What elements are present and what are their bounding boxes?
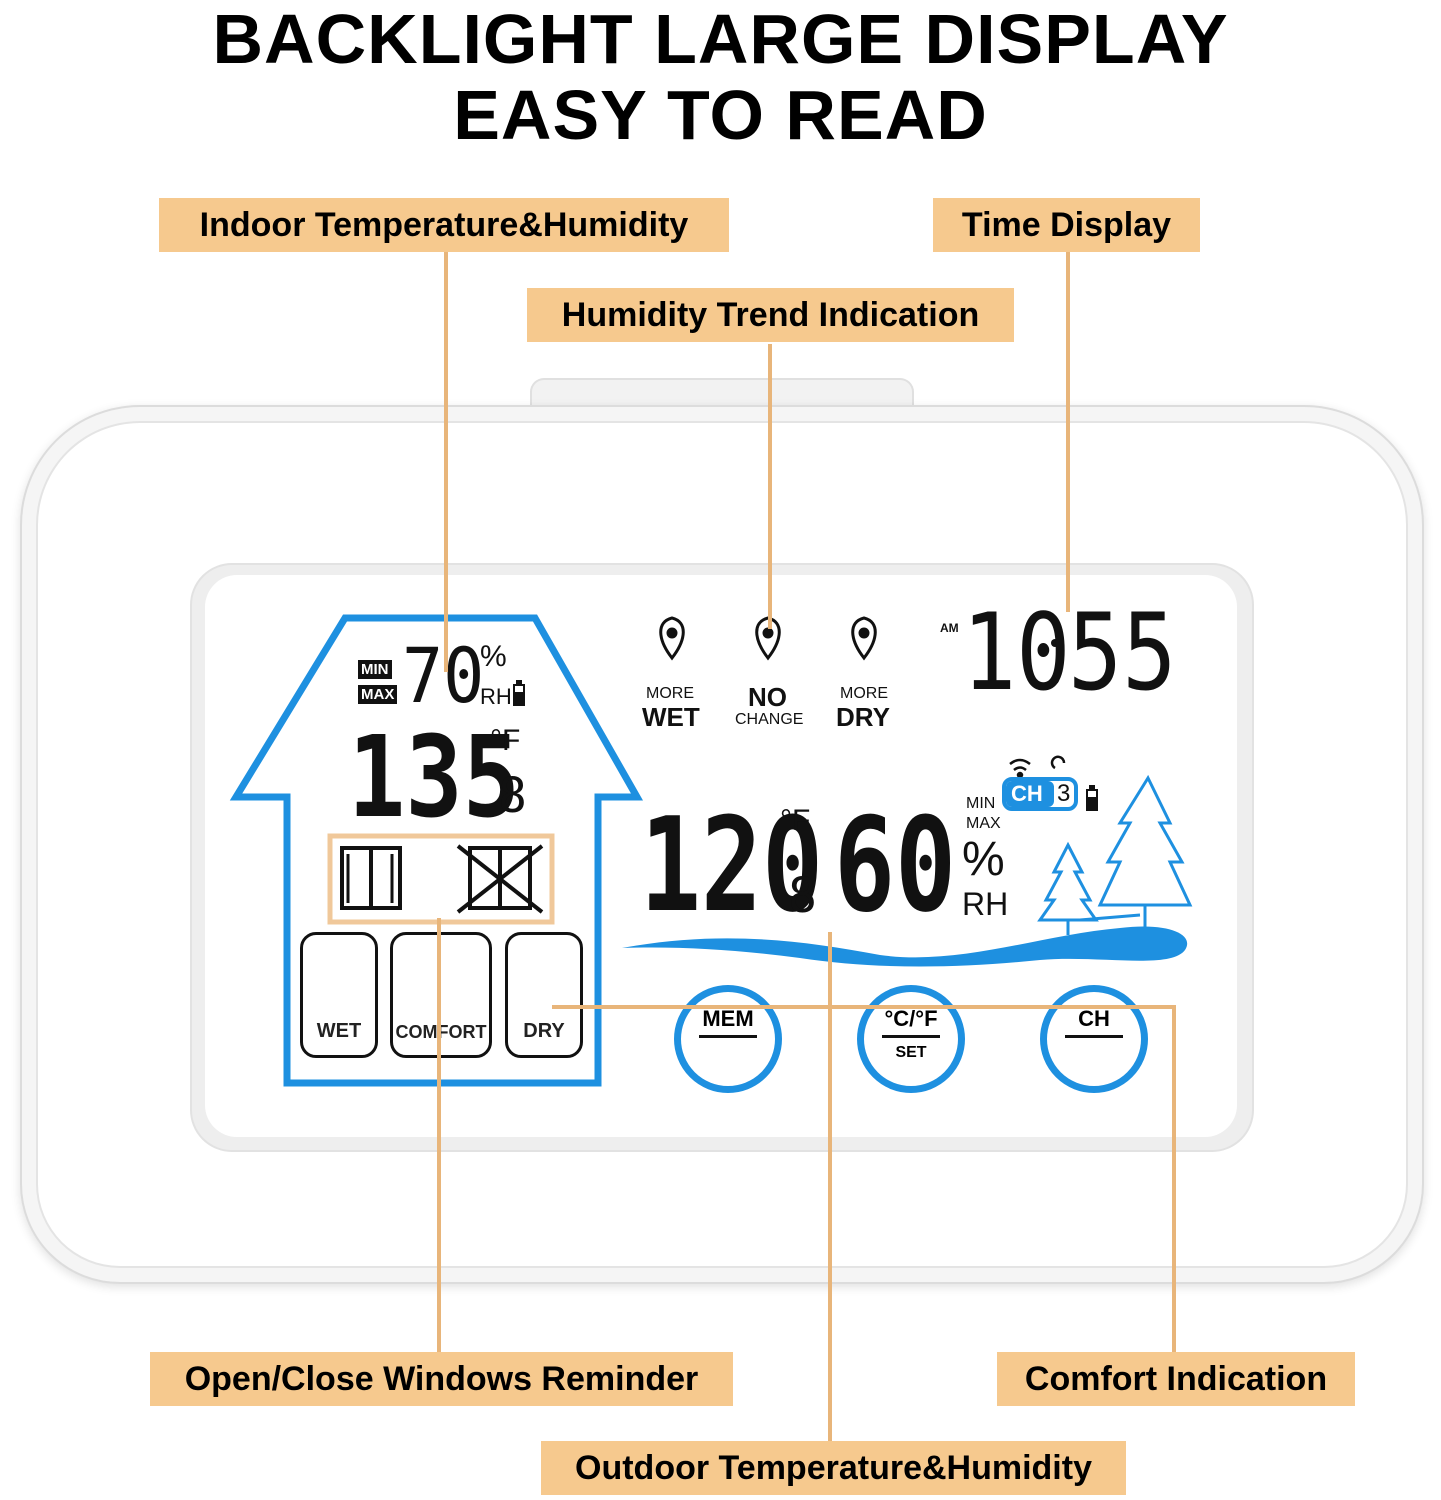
tree-icons [1037,774,1193,935]
comfort-dry-button[interactable]: DRY [505,932,583,1058]
indoor-temperature-decimal: 8 [498,768,527,824]
leader-windows [437,918,441,1355]
outdoor-max-label: MAX [966,815,1001,832]
window-reminder-frame [327,833,555,925]
comfort-wet-button[interactable]: WET [300,932,378,1058]
battery-icon [513,680,1098,811]
open-window-icon [340,846,402,910]
trend-none-top: NO [748,682,787,712]
trend-dry-top: MORE [840,685,888,702]
outdoor-rh-label: RH [962,886,1009,922]
callout-windows: Open/Close Windows Reminder [150,1352,733,1406]
headline-line-2: EASY TO READ [453,76,988,154]
leader-comfort-h [552,1005,1176,1009]
trend-wet-bottom: WET [642,702,700,732]
outdoor-humidity-value: 60 [834,789,957,941]
mem-button-label: MEM [702,1006,754,1031]
outdoor-temperature-unit: °F [780,804,811,837]
callout-trend: Humidity Trend Indication [527,288,1014,342]
comfort-comfort-label: COMFORT [393,1022,489,1043]
leader-comfort-v [1172,1005,1176,1355]
comfort-dry-label: DRY [523,1020,565,1042]
indoor-humidity-unit: % [480,640,507,673]
closed-window-icon [456,844,544,914]
set-button-label: SET [895,1044,927,1061]
mem-button[interactable]: MEM [674,985,782,1093]
headline-line-1: BACKLIGHT LARGE DISPLAY [212,0,1229,78]
outdoor-min-label: MIN [966,795,996,812]
indoor-humidity-value: 70 [402,631,485,720]
channel-number: 3 [1057,780,1071,807]
callout-time: Time Display [933,198,1200,252]
ch-button-label: CH [1078,1006,1110,1031]
house-outline [229,614,644,1087]
river-wave [622,926,1188,967]
unit-set-button[interactable]: °C/°F SET [857,985,965,1093]
channel-label: CH [1011,781,1043,806]
trend-none-bottom: CHANGE [735,711,804,728]
channel-box [1002,777,1078,811]
comfort-comfort-button[interactable]: COMFORT [390,932,492,1058]
trend-wet-top: MORE [646,685,694,702]
indoor-temperature-unit: °F [490,724,521,757]
outdoor-temperature-decimal: 8 [788,868,817,924]
callout-indoor: Indoor Temperature&Humidity [159,198,729,252]
ch-button[interactable]: CH [1040,985,1148,1093]
time-hours: 10 [962,591,1071,714]
indoor-min-label: MIN [358,660,392,679]
comfort-wet-label: WET [316,1020,362,1042]
unit-button-label: °C/°F [884,1006,938,1031]
indoor-rh-label: RH [480,684,512,709]
indoor-max-label: MAX [358,685,398,704]
outdoor-humidity-unit: % [962,833,1005,886]
leader-indoor [444,252,448,672]
leader-outdoor [828,932,832,1444]
leader-trend [768,344,772,629]
callout-comfort: Comfort Indication [997,1352,1355,1406]
outdoor-temperature-value: 120 [640,789,824,941]
time-ampm: AM [940,621,959,635]
trend-dry-bottom: DRY [836,702,890,732]
time-minutes: 55 [1068,591,1177,714]
signal-icon [1009,755,1066,779]
leader-time [1066,252,1070,612]
indoor-temperature-value: 135 [348,713,520,843]
callout-outdoor: Outdoor Temperature&Humidity [541,1441,1126,1495]
